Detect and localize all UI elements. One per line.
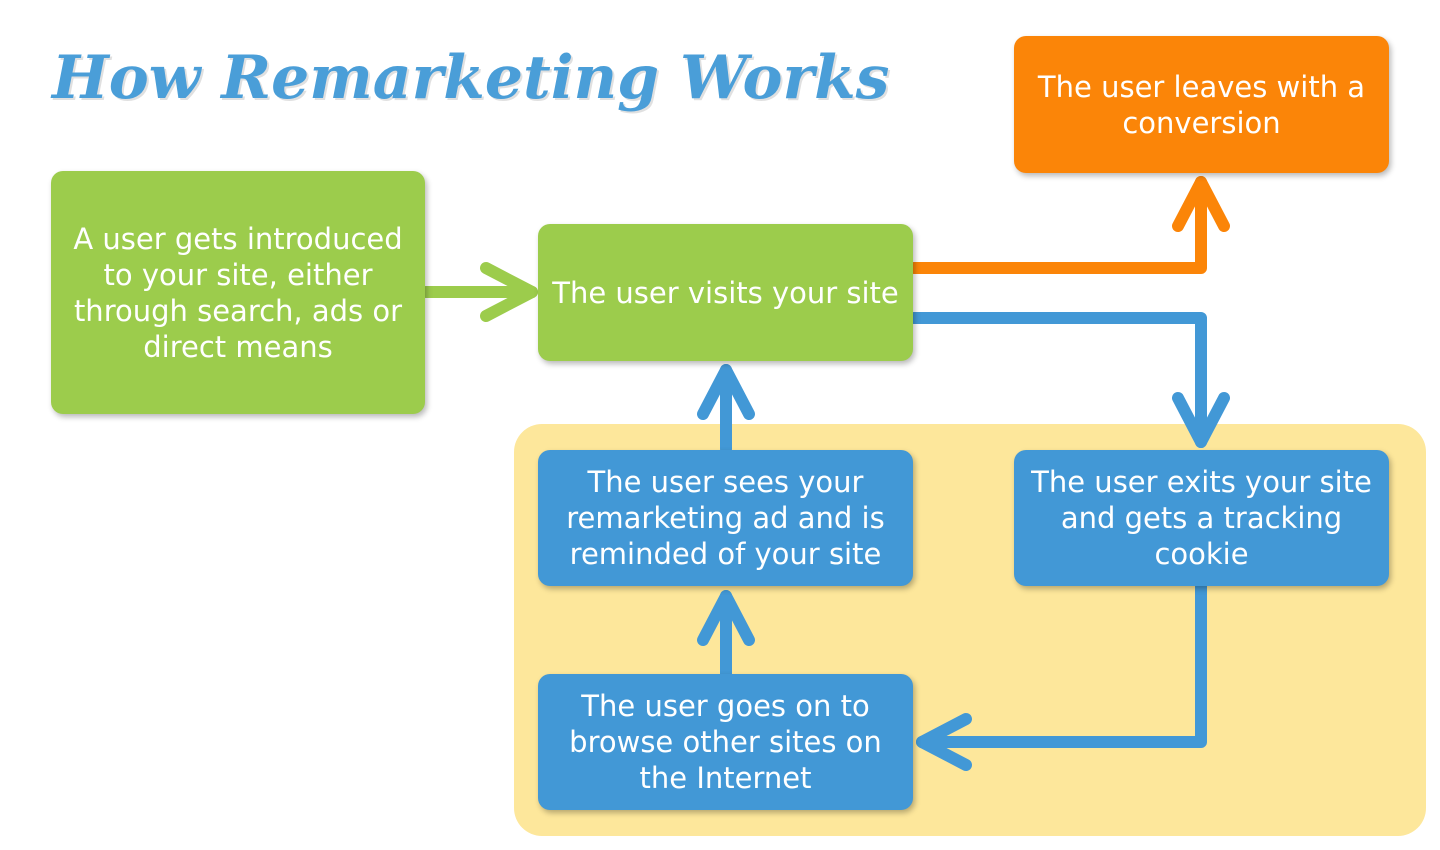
arrow-visits-to-conversion (908, 176, 1230, 274)
arrow-sees-ad-to-visits (697, 364, 755, 455)
node-introduced-label: A user gets introduced to your site, eit… (73, 221, 403, 364)
node-sees-ad: The user sees your remarketing ad and is… (538, 450, 913, 586)
node-conversion-label: The user leaves with a conversion (1037, 69, 1366, 140)
node-exits: The user exits your site and gets a trac… (1014, 450, 1389, 586)
node-conversion: The user leaves with a conversion (1014, 36, 1389, 173)
arrow-introduced-to-visits (420, 262, 538, 322)
node-browses: The user goes on to browse other sites o… (538, 674, 913, 810)
node-exits-label: The user exits your site and gets a trac… (1031, 465, 1372, 571)
arrow-exits-to-browses (916, 580, 1207, 771)
node-visits: The user visits your site (538, 224, 913, 361)
node-browses-label: The user goes on to browse other sites o… (569, 689, 882, 795)
node-sees-ad-label: The user sees your remarketing ad and is… (566, 465, 885, 571)
arrow-visits-to-exits (908, 312, 1230, 448)
arrow-browses-to-sees-ad (697, 590, 755, 680)
page-title: How Remarketing Works (52, 43, 890, 113)
node-visits-label: The user visits your site (552, 275, 899, 310)
node-introduced: A user gets introduced to your site, eit… (51, 171, 425, 414)
